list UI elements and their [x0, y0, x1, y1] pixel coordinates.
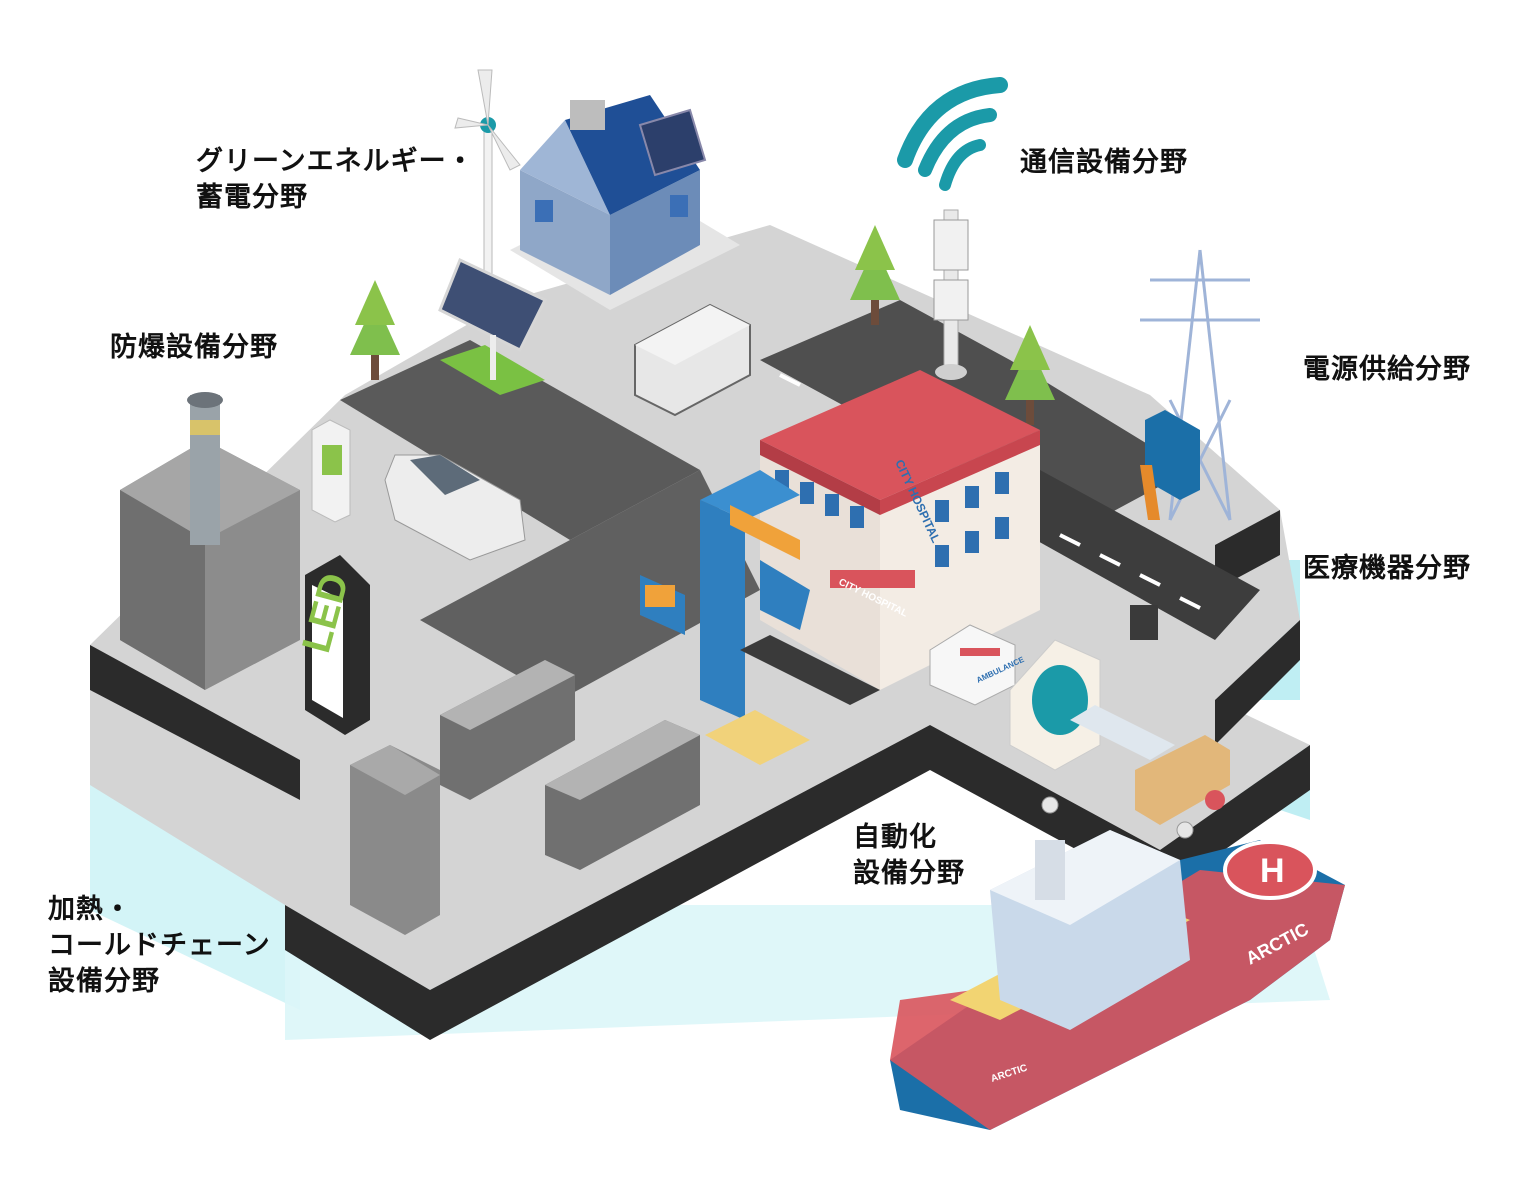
mri-scanner [1009, 639, 1175, 771]
arctic-ship [890, 796, 1345, 1130]
label-power-supply: 電源供給分野 [1303, 354, 1471, 385]
label-automation: 自動化 設備分野 [853, 822, 965, 889]
helipad-text: H [1260, 852, 1285, 890]
road-markings [779, 373, 1201, 610]
label-explosion-proof: 防爆設備分野 [110, 332, 278, 363]
wifi-icon [897, 77, 1008, 191]
control-panel [640, 575, 685, 635]
telecom-tower [933, 209, 969, 380]
label-telecom: 通信設備分野 [1020, 147, 1188, 178]
automation-robot [700, 470, 880, 765]
green-house [510, 95, 740, 310]
storage-container [634, 303, 751, 417]
power-cabinet [1140, 410, 1200, 520]
hospital-building [760, 370, 1040, 690]
trees [350, 225, 1055, 425]
label-green-energy: グリーンエネルギー・ 蓄電分野 [196, 146, 475, 213]
led-sign [305, 555, 370, 735]
xray-panel [1130, 605, 1158, 640]
solar-panel [438, 257, 548, 395]
kitchen-stoves [440, 660, 700, 870]
medical-desk [1135, 735, 1230, 825]
label-heating-cold-chain: 加熱・ コールドチェーン 設備分野 [48, 894, 271, 997]
ev-charger [311, 419, 351, 523]
refrigerator [350, 745, 440, 935]
label-medical: 医療機器分野 [1303, 553, 1471, 584]
factory [120, 392, 300, 690]
wind-turbine [454, 69, 521, 286]
electric-car [384, 454, 526, 561]
